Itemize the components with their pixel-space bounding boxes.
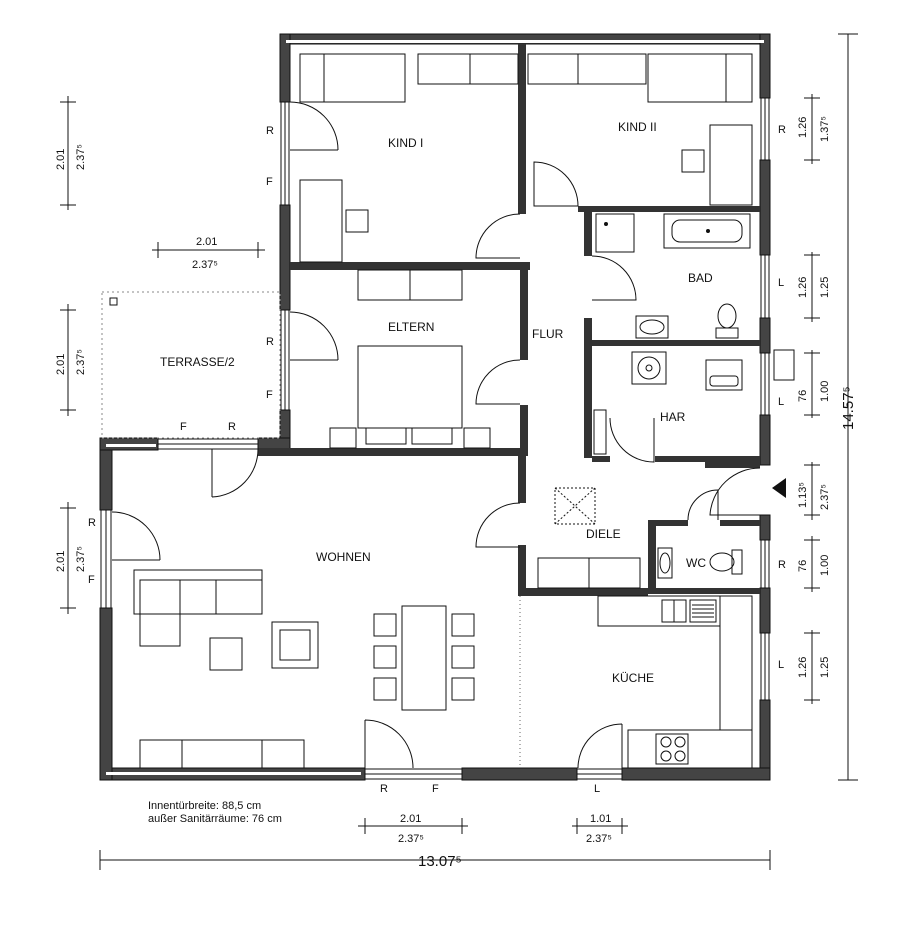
furniture — [133, 53, 753, 769]
svg-text:1.00: 1.00 — [819, 381, 831, 402]
dim-total-width: 13.07⁵ — [418, 853, 462, 870]
svg-text:2.01: 2.01 — [400, 813, 421, 825]
dim-total-height: 14.57⁵ — [840, 386, 857, 430]
svg-text:L: L — [778, 396, 784, 408]
svg-text:F: F — [180, 421, 187, 433]
svg-text:1.37⁵: 1.37⁵ — [819, 116, 831, 142]
entrance-arrow-icon — [772, 478, 786, 498]
svg-text:F: F — [88, 574, 95, 586]
room-label-eltern: ELTERN — [388, 320, 434, 334]
svg-text:F: F — [432, 783, 439, 795]
room-label-har: HAR — [660, 410, 686, 424]
svg-text:2.01: 2.01 — [196, 236, 217, 248]
svg-text:R: R — [778, 124, 786, 136]
svg-text:R: R — [228, 421, 236, 433]
room-label-kind1: KIND I — [388, 136, 423, 150]
svg-text:F: F — [266, 389, 273, 401]
svg-text:1.00: 1.00 — [819, 555, 831, 576]
room-label-terrasse: TERRASSE/2 — [160, 355, 235, 369]
svg-text:1.26: 1.26 — [797, 277, 809, 298]
interior-walls — [258, 44, 760, 596]
svg-text:1.25: 1.25 — [819, 277, 831, 298]
svg-text:76: 76 — [797, 390, 809, 402]
svg-text:2.37⁵: 2.37⁵ — [75, 144, 87, 170]
svg-text:2.01: 2.01 — [55, 354, 67, 375]
terrace-outline — [101, 291, 281, 439]
exterior-walls — [99, 33, 771, 781]
room-label-bad: BAD — [688, 271, 713, 285]
door-width-note: Innentürbreite: 88,5 cm außer Sanitärräu… — [148, 800, 282, 826]
svg-text:2.37⁵: 2.37⁵ — [586, 833, 612, 845]
svg-text:R: R — [88, 517, 96, 529]
svg-text:1.26: 1.26 — [797, 657, 809, 678]
room-label-wohnen: WOHNEN — [316, 550, 371, 564]
svg-text:2.37⁵: 2.37⁵ — [75, 546, 87, 572]
svg-text:1.26: 1.26 — [797, 117, 809, 138]
note-line-2: außer Sanitärräume: 76 cm — [148, 813, 282, 825]
room-labels: KIND I KIND II BAD ELTERN FLUR TERRASSE/… — [160, 120, 713, 685]
svg-text:76: 76 — [797, 560, 809, 572]
svg-text:2.37⁵: 2.37⁵ — [192, 259, 218, 271]
wall-cores — [106, 40, 764, 775]
room-label-diele: DIELE — [586, 527, 621, 541]
room-label-wc: WC — [686, 556, 706, 570]
svg-text:2.37⁵: 2.37⁵ — [819, 484, 831, 510]
svg-text:R: R — [380, 783, 388, 795]
svg-text:L: L — [778, 277, 784, 289]
room-label-kueche: KÜCHE — [612, 671, 654, 685]
windows — [100, 97, 770, 780]
exterior-box — [773, 349, 795, 381]
svg-text:F: F — [266, 176, 273, 188]
door-swings — [111, 101, 761, 769]
svg-text:2.01: 2.01 — [55, 149, 67, 170]
room-label-kind2: KIND II — [618, 120, 657, 134]
terrace-drain — [109, 297, 118, 306]
dimension-text: 13.07⁵ 14.57⁵ 2.01 2.37⁵ 1.01 2.37⁵ 2.01… — [55, 116, 857, 870]
svg-text:L: L — [778, 659, 784, 671]
svg-text:L: L — [594, 783, 600, 795]
svg-text:2.01: 2.01 — [55, 551, 67, 572]
dimension-lines — [60, 33, 858, 870]
svg-text:1.25: 1.25 — [819, 657, 831, 678]
svg-text:R: R — [778, 559, 786, 571]
svg-text:1.13⁵: 1.13⁵ — [797, 482, 809, 508]
svg-text:2.37⁵: 2.37⁵ — [75, 349, 87, 375]
note-line-1: Innentürbreite: 88,5 cm — [148, 800, 262, 812]
svg-text:R: R — [266, 336, 274, 348]
window-marks: R F R F F R R F R L L R L R F L — [88, 124, 786, 795]
svg-text:2.37⁵: 2.37⁵ — [398, 833, 424, 845]
svg-text:R: R — [266, 125, 274, 137]
room-label-flur: FLUR — [532, 327, 564, 341]
svg-text:1.01: 1.01 — [590, 813, 611, 825]
